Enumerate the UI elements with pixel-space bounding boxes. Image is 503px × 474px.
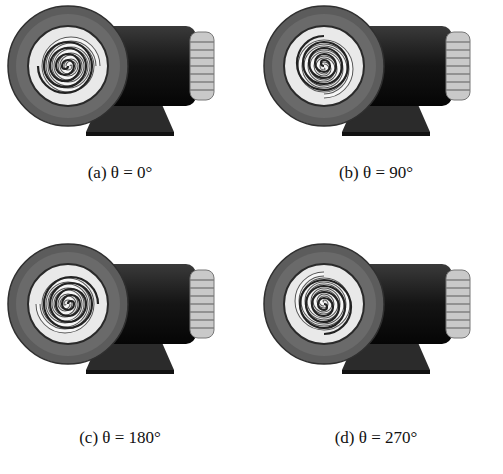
device-d — [264, 244, 470, 374]
device-b — [264, 6, 470, 136]
device-c — [8, 244, 214, 374]
figure-caption: (d) θ = 270° — [335, 428, 418, 448]
figure-caption: (c) θ = 180° — [79, 428, 161, 448]
figure-caption: (b) θ = 90° — [339, 163, 413, 183]
device-a — [8, 6, 214, 136]
figure-caption: (a) θ = 0° — [88, 163, 153, 183]
